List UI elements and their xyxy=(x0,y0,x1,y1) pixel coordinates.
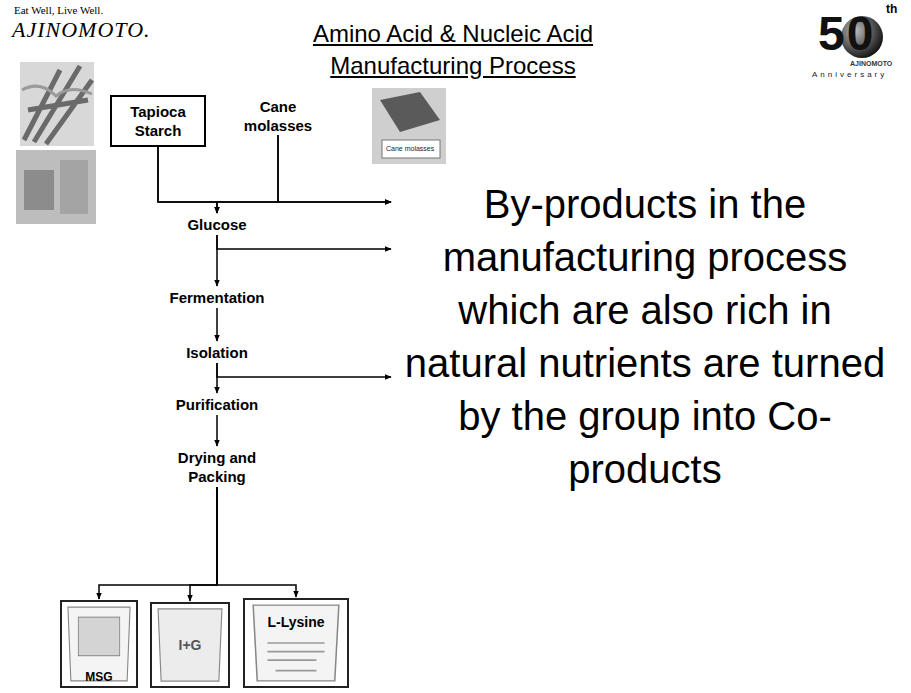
anniversary-brand: AJINOMOTO xyxy=(850,60,892,67)
by-product-note: By-products in the manufacturing process… xyxy=(395,178,895,496)
node-text: Glucose xyxy=(162,215,272,234)
photo-shape xyxy=(380,92,440,132)
photo-caption-ground xyxy=(382,140,440,158)
process-step: Fermentation xyxy=(162,287,272,308)
node-text: By-products in the manufacturing process… xyxy=(395,178,895,496)
bag-outline xyxy=(253,605,339,681)
molasses-photo xyxy=(372,88,446,164)
photo-caption: Cane molasses xyxy=(386,145,434,152)
product-bag: MSG xyxy=(60,600,138,688)
factory-photo xyxy=(16,150,96,224)
node-text: L-Lysine xyxy=(267,614,324,630)
bag-panel xyxy=(78,617,119,656)
cassava-photo xyxy=(20,62,94,146)
photo-shape xyxy=(60,160,88,214)
flow-arrow xyxy=(216,415,218,446)
source-box: Tapioca Starch xyxy=(110,95,206,147)
flow-arrow xyxy=(278,135,391,202)
bag-outline xyxy=(158,609,222,681)
flow-arrow xyxy=(158,147,217,213)
process-step: Purification xyxy=(162,394,272,415)
flow-arrow xyxy=(190,487,217,601)
anniversary-number: 50 xyxy=(818,6,875,61)
flow-arrow xyxy=(216,308,218,341)
product-bag: I+G xyxy=(150,602,230,688)
bag-outline xyxy=(68,607,130,681)
node-text: Fermentation xyxy=(162,288,272,307)
node-text: Isolation xyxy=(162,343,272,362)
photo-ground xyxy=(372,88,446,164)
node-text: Purification xyxy=(162,395,272,414)
anniversary-suffix: th xyxy=(886,2,897,16)
photo-shape xyxy=(24,170,54,210)
product-bag: L-Lysine xyxy=(243,598,349,688)
node-text: I+G xyxy=(179,637,202,653)
photo-ground xyxy=(16,150,96,224)
brand-logo: AJINOMOTO. xyxy=(12,17,151,43)
node-text: MSG xyxy=(85,670,112,684)
bag-print xyxy=(267,643,324,671)
bag-picture xyxy=(245,600,347,686)
flow-arrow xyxy=(217,487,296,597)
source-text: Cane molasses xyxy=(240,97,316,135)
anniversary-word: Anniversary xyxy=(812,70,887,79)
process-step: Glucose xyxy=(162,214,272,235)
cassava-leaf xyxy=(22,86,92,96)
photo-ground xyxy=(20,62,94,146)
node-text: Drying and Packing xyxy=(162,448,272,486)
flow-arrow xyxy=(217,235,391,249)
node-text: Tapioca Starch xyxy=(115,102,201,140)
node-text: Cane molasses xyxy=(240,97,316,135)
process-step: Isolation xyxy=(162,342,272,363)
flow-arrow xyxy=(158,147,391,202)
flow-arrow xyxy=(217,363,391,377)
process-step: Drying and Packing xyxy=(162,447,272,487)
cassava-roots xyxy=(24,66,92,144)
diagram-title: Amino Acid & Nucleic Acid Manufacturing … xyxy=(283,18,623,82)
flow-arrow xyxy=(99,487,217,599)
slogan: Eat Well, Live Well. xyxy=(14,4,103,16)
